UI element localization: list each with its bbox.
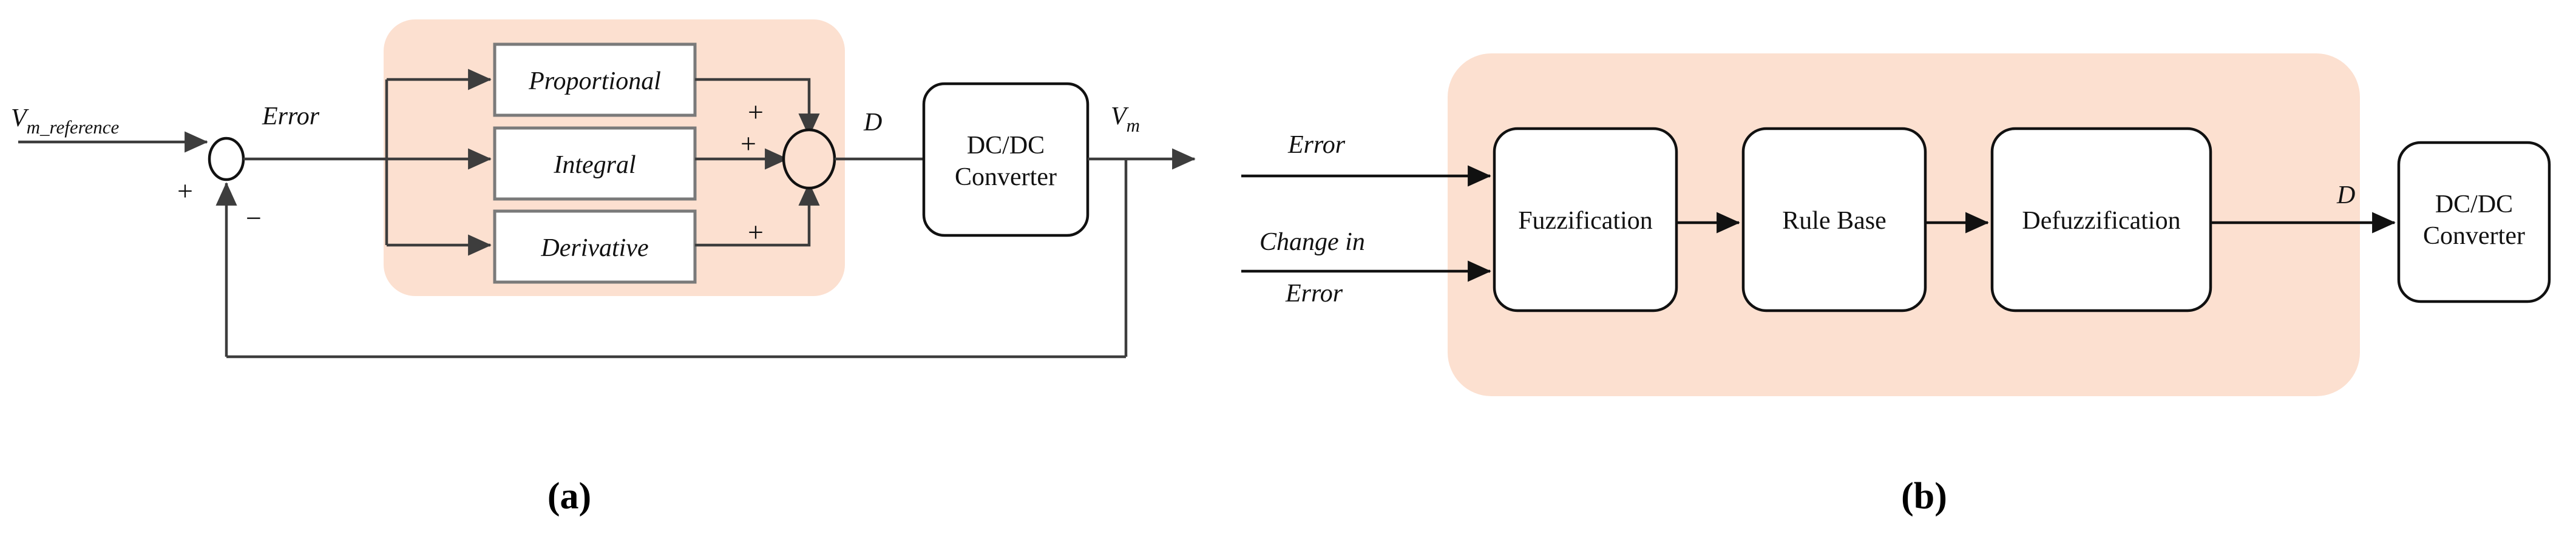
block-proportional[interactable] (493, 42, 697, 117)
sum-pid-plus-left: + (741, 128, 756, 159)
block-derivative-label: Derivative (540, 234, 648, 262)
block-integral[interactable] (493, 126, 697, 201)
reference-input-label-base: V (11, 104, 29, 132)
sum-input-minus-sign: − (246, 203, 262, 234)
sum-pid-plus-top: + (748, 96, 764, 127)
block-rule-base-label: Rule Base (1782, 207, 1886, 235)
output-label-a-base: V (1111, 103, 1129, 130)
sum-input-plus-sign: + (177, 175, 193, 206)
output-label-a-sub: m (1127, 115, 1140, 136)
block-integral-label: Integral (553, 151, 636, 179)
panel-a: Vm_reference + − Error Propo (11, 19, 1196, 517)
change-in-error-label-line1: Change in (1259, 228, 1365, 256)
block-dcdc-converter-a[interactable] (922, 82, 1090, 237)
block-defuzzification-label: Defuzzification (2022, 207, 2180, 235)
wire-derivative-to-sum (695, 182, 820, 247)
panel-b: Error Change in Error Fuzzification Rule… (1241, 53, 2551, 517)
error-input-label-b: Error (1287, 131, 1346, 159)
duty-cycle-label-b: D (2336, 181, 2355, 209)
summing-junction-input (208, 137, 245, 181)
wire-proportional-to-sum (695, 78, 820, 137)
dcdc-converter-a-line1: DC/DC (967, 132, 1045, 160)
block-defuzzification[interactable] (1990, 127, 2212, 312)
block-fuzzification[interactable] (1493, 127, 1678, 312)
block-fuzzification-label: Fuzzification (1518, 207, 1653, 235)
dcdc-converter-b-line2: Converter (2423, 222, 2525, 250)
error-signal-label: Error (262, 103, 320, 130)
panel-b-caption: (b) (1901, 476, 1947, 517)
output-label-a: Vm (1111, 103, 1140, 136)
dcdc-converter-a-line2: Converter (955, 163, 1057, 191)
dcdc-converter-b-line1: DC/DC (2435, 191, 2513, 218)
block-rule-base[interactable] (1741, 127, 1927, 312)
block-derivative[interactable] (493, 209, 697, 284)
summing-junction-pid (782, 128, 836, 190)
sum-pid-plus-bottom: + (748, 217, 764, 248)
block-dcdc-converter-b[interactable] (2397, 141, 2551, 303)
change-in-error-label-line2: Error (1285, 280, 1343, 308)
reference-input-label: Vm_reference (11, 104, 120, 138)
block-proportional-label: Proportional (528, 67, 661, 95)
duty-cycle-label-a: D (863, 109, 882, 137)
reference-input-label-sub: m_reference (27, 116, 120, 138)
panel-a-caption: (a) (547, 476, 591, 517)
